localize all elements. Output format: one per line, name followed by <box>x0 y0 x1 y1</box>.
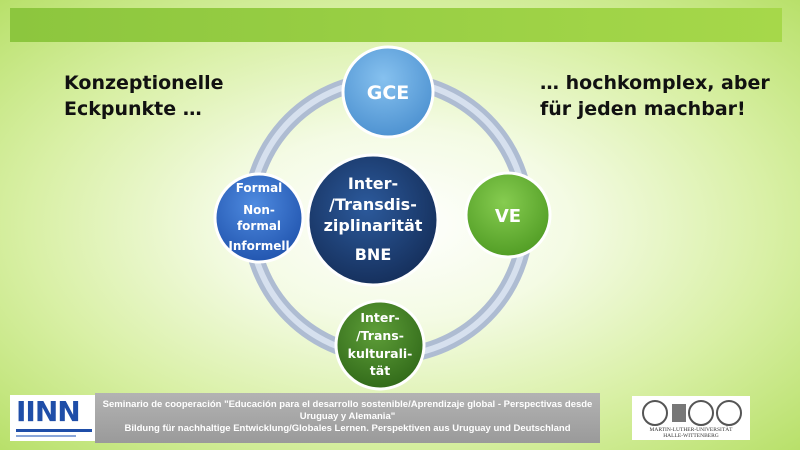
heading-right-line2: für jeden machbar! <box>540 98 746 120</box>
center-line2: /Transdis- <box>329 195 417 214</box>
iinn-logo-underline <box>16 429 92 432</box>
footer-caption: Seminario de cooperación "Educación para… <box>95 393 600 443</box>
node-bottom-line1: Inter- <box>360 310 399 325</box>
heading-right: … hochkomplex, aber für jeden machbar! <box>540 70 790 122</box>
crest-icon <box>672 404 686 422</box>
iinn-logo-subline <box>16 435 76 437</box>
center-line4: BNE <box>355 245 392 264</box>
node-transkulturalitaet: Inter- /Trans- kulturali- tät <box>334 299 426 391</box>
node-formal: Formal Non- formal Informell <box>213 172 305 264</box>
node-left-line4: Informell <box>228 239 289 253</box>
node-left-line1: Formal <box>236 181 283 195</box>
mlu-logo-line1: MARTIN-LUTHER-UNIVERSITÄT <box>649 427 733 433</box>
mlu-logo: MARTIN-LUTHER-UNIVERSITÄT HALLE-WITTENBE… <box>632 396 750 440</box>
node-bottom-line2: /Trans- <box>356 328 404 343</box>
heading-left: Konzeptionelle Eckpunkte … <box>64 70 264 122</box>
footer: IINN Seminario de cooperación "Educación… <box>0 393 800 445</box>
heading-right-line1: … hochkomplex, aber <box>540 72 770 94</box>
center-line3: ziplinarität <box>324 216 423 235</box>
footer-line3: Bildung für nachhaltige Entwicklung/Glob… <box>124 423 571 434</box>
mlu-logo-text: MARTIN-LUTHER-UNIVERSITÄT HALLE-WITTENBE… <box>632 427 750 439</box>
footer-line1: Seminario de cooperación "Educación para… <box>102 399 593 410</box>
heading-left-line1: Konzeptionelle <box>64 72 224 94</box>
node-gce: GCE <box>341 45 435 139</box>
center-line1: Inter- <box>348 174 398 193</box>
iinn-logo-text: IINN <box>16 395 81 428</box>
node-gce-label: GCE <box>367 82 410 104</box>
heading-left-line2: Eckpunkte … <box>64 98 202 120</box>
node-ve: VE <box>464 171 552 259</box>
seal-icon <box>716 400 742 426</box>
seal-icon <box>688 400 714 426</box>
node-bottom-line3: kulturali- <box>348 346 413 361</box>
iinn-logo: IINN <box>10 395 95 441</box>
mlu-logo-line2: HALLE-WITTENBERG <box>663 433 719 439</box>
top-accent-bar <box>10 8 782 42</box>
node-left-line3: formal <box>237 219 281 233</box>
center-node: Inter- /Transdis- ziplinarität BNE <box>306 153 440 287</box>
node-left-line2: Non- <box>243 203 275 217</box>
node-bottom-line4: tät <box>370 363 390 378</box>
node-ve-label: VE <box>495 206 521 227</box>
seal-icon <box>642 400 668 426</box>
footer-line2: Uruguay y Alemania" <box>299 411 396 422</box>
